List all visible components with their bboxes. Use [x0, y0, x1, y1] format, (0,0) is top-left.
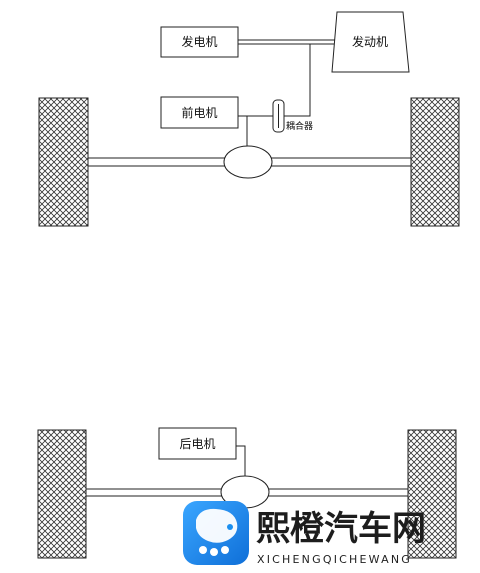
rear-motor-box: 后电机: [158, 427, 237, 460]
front-right-wheel: [410, 97, 460, 227]
generator-engine-shaft: [238, 39, 335, 45]
rear-axle-diagram: 后电机: [37, 427, 457, 559]
brand-name: 熙橙汽车网: [256, 509, 426, 549]
front-motor-box: 前电机: [160, 96, 239, 129]
generator-box: 发电机: [160, 26, 239, 58]
engine-block: 发动机: [331, 11, 410, 73]
engine-coupler-link: [284, 44, 311, 117]
coupler: 耦合器: [272, 99, 313, 133]
watermark: 熙橙汽车网 XICHENGQICHEWANG: [183, 501, 426, 566]
rear-left-wheel: [37, 429, 87, 559]
rear-motor-differential-link: [236, 445, 246, 476]
front-left-wheel: [38, 97, 89, 227]
rear-motor-label: 后电机: [179, 437, 215, 451]
rear-right-wheel: [407, 429, 457, 559]
brand-logo-icon: [183, 501, 249, 565]
coupler-label: 耦合器: [286, 120, 313, 132]
front-differential: [223, 145, 273, 179]
front-motor-label: 前电机: [181, 105, 217, 120]
front-axle-diagram: 发电机 发动机 前电机 耦合器: [38, 11, 460, 227]
engine-label: 发动机: [352, 34, 388, 49]
brand-pinyin: XICHENGQICHEWANG: [257, 553, 412, 566]
generator-label: 发电机: [181, 34, 217, 49]
